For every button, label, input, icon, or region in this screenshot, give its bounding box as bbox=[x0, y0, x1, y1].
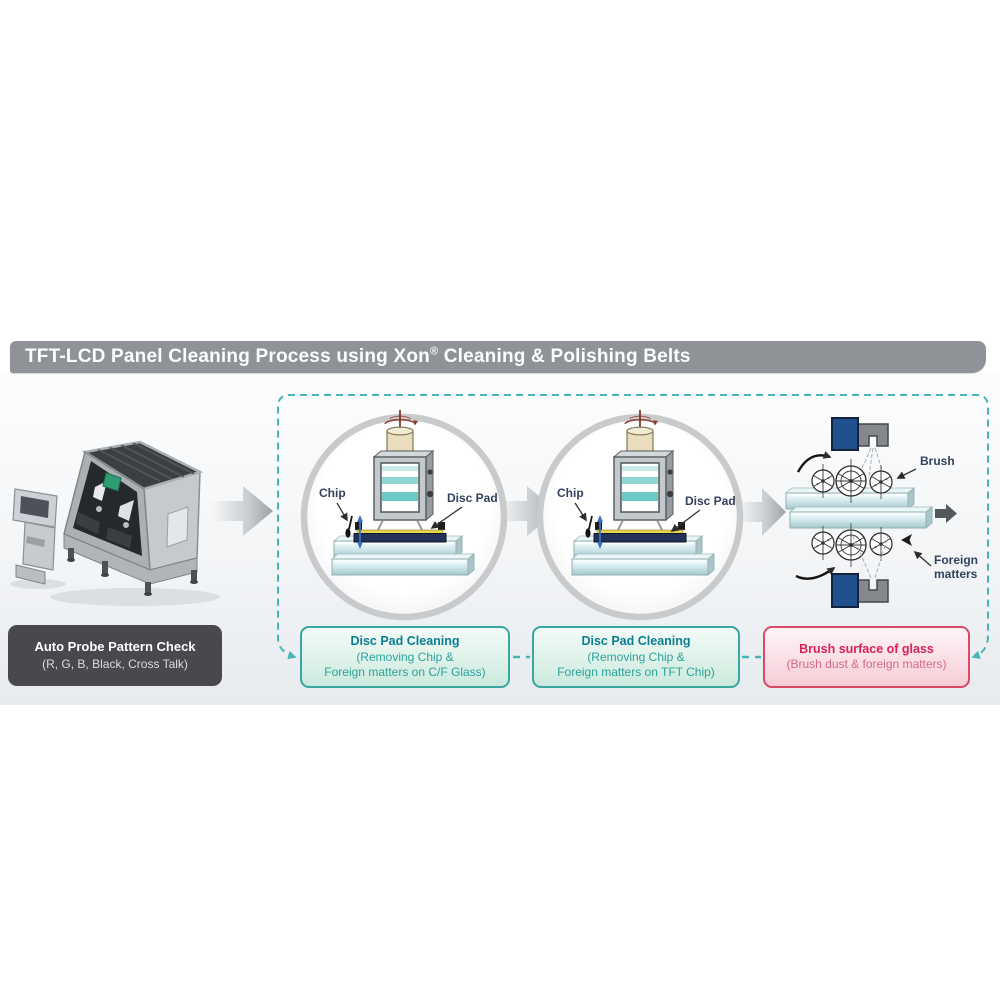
step-detail: (Removing Chip & bbox=[587, 649, 685, 664]
chip-label-1: Chip bbox=[319, 486, 346, 500]
step-detail: Foreign matters on TFT Chip) bbox=[557, 665, 715, 680]
registered-mark: ® bbox=[429, 345, 439, 358]
foreign-particle bbox=[901, 534, 912, 546]
dashed-flow-border bbox=[277, 394, 989, 660]
probe-machine-body bbox=[63, 440, 204, 596]
step-subtitle: (Brush dust & foreign matters) bbox=[786, 657, 947, 672]
step-box-brush-surface: Brush surface of glass (Brush dust & for… bbox=[763, 626, 970, 688]
control-console-illustration bbox=[12, 488, 58, 585]
step-box-disc-pad-cleaning-2: Disc Pad Cleaning (Removing Chip & Forei… bbox=[532, 626, 740, 688]
step-box-disc-pad-cleaning-1: Disc Pad Cleaning (Removing Chip & Forei… bbox=[300, 626, 510, 688]
bottom-nozzle-bracket bbox=[857, 579, 889, 603]
step-title: Disc Pad Cleaning bbox=[581, 634, 691, 649]
step-title: Disc Pad Cleaning bbox=[350, 634, 460, 649]
flow-arrow-3 bbox=[737, 488, 786, 536]
flow-arrow-1 bbox=[212, 486, 273, 536]
process-circle-2 bbox=[536, 410, 744, 621]
disc-pad-label-2: Disc Pad bbox=[685, 494, 736, 508]
step-detail: Foreign matters on C/F Glass) bbox=[324, 665, 486, 680]
top-nozzle-box bbox=[831, 417, 859, 451]
top-nozzle-bracket bbox=[857, 423, 889, 447]
process-circle-1 bbox=[300, 410, 508, 621]
step-title: Auto Probe Pattern Check bbox=[34, 638, 196, 654]
step-detail: (Removing Chip & bbox=[356, 649, 454, 664]
step-subtitle: (R, G, B, Black, Cross Talk) bbox=[42, 656, 188, 671]
brush-label: Brush bbox=[920, 454, 955, 468]
disc-pad-label-1: Disc Pad bbox=[447, 491, 498, 505]
bottom-nozzle-box bbox=[831, 573, 859, 608]
chip-label-2: Chip bbox=[557, 486, 584, 500]
step-title: Brush surface of glass bbox=[799, 642, 934, 657]
exit-arrow-icon bbox=[935, 504, 957, 523]
page-title: TFT-LCD Panel Cleaning Process using Xon… bbox=[25, 345, 691, 367]
step-box-auto-probe: Auto Probe Pattern Check (R, G, B, Black… bbox=[8, 625, 222, 686]
auto-probe-machine-illustration bbox=[10, 440, 220, 606]
brush-station-illustration bbox=[785, 417, 957, 608]
title-bar: TFT-LCD Panel Cleaning Process using Xon… bbox=[10, 341, 986, 373]
